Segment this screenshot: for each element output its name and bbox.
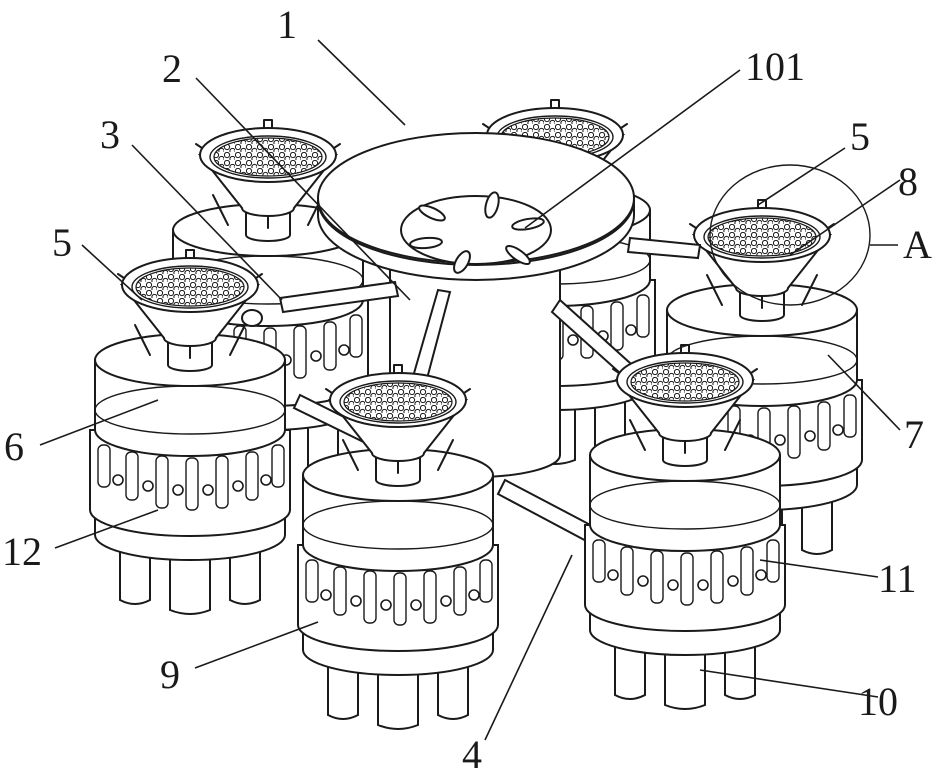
top-disc — [318, 133, 634, 280]
label-5-right: 5 — [850, 114, 870, 159]
label-10: 10 — [858, 679, 898, 724]
label-12: 12 — [2, 529, 42, 574]
label-2: 2 — [162, 46, 182, 91]
label-5-left: 5 — [52, 220, 72, 265]
label-6: 6 — [4, 424, 24, 469]
label-11: 11 — [878, 556, 917, 601]
label-3: 3 — [100, 112, 120, 157]
label-8: 8 — [898, 159, 918, 204]
label-1: 1 — [277, 2, 297, 47]
label-4: 4 — [462, 732, 482, 775]
label-7: 7 — [904, 412, 924, 457]
label-9: 9 — [160, 652, 180, 697]
label-101: 101 — [745, 44, 805, 89]
label-a: A — [903, 222, 932, 267]
